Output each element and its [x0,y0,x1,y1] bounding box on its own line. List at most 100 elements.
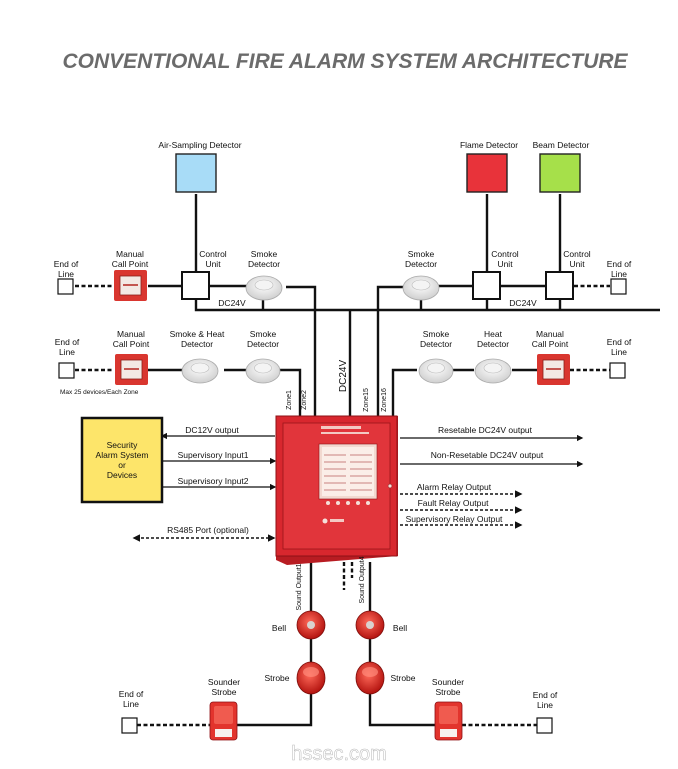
smoke-detector-icon [245,358,281,384]
mcp-row2-right-l2: Call Point [532,339,569,349]
max-devices-note: Max 25 devices/Each Zone [60,389,139,396]
eol-row1-left-l1: End of [54,259,79,269]
sounder-strobe-icon [434,701,463,741]
sounder-strobe-right-l2: Strobe [435,687,460,697]
security-box-l2: Alarm System [96,450,149,460]
smoke-detector-icon [418,358,454,384]
sounder-strobe-left-l2: Strobe [211,687,236,697]
control-mid-l2: Unit [497,259,513,269]
control-unit-left-icon [181,271,210,300]
strobe-icon [296,661,326,695]
mcp-row1-l1: Manual [116,249,144,259]
mcp-row1-l2: Call Point [112,259,149,269]
watermark: hssec.com [291,743,387,765]
eol-row1-right-l1: End of [607,259,632,269]
resetable-output-label: Resetable DC24V output [438,425,533,435]
smoke-row2-left-l1: Smoke [250,329,277,339]
eol-row2-left-l2: Line [59,347,75,357]
zone1-label: Zone1 [286,390,293,410]
mcp-row2-left-l2: Call Point [113,339,150,349]
control-unit-mid-icon [472,271,501,300]
smoke-row1-right-l2: Detector [405,259,437,269]
security-alarm-box: Security Alarm System or Devices [80,416,164,504]
end-of-line-resistor-icon [57,278,74,295]
smoke-heat-l2: Detector [181,339,213,349]
air-sampling-label: Air-Sampling Detector [158,140,241,150]
smoke-row2-left-l2: Detector [247,339,279,349]
mcp-row2-right-l1: Manual [536,329,564,339]
supervisory-input1-label: Supervisory Input1 [178,450,249,460]
control-mid-l1: Control [491,249,519,259]
dc24v-row1-left: DC24V [218,298,246,308]
security-box-l3: or [118,460,126,470]
dc24v-bus-row1 [194,300,660,312]
supervisory-input2-label: Supervisory Input2 [178,476,249,486]
smoke-heat-detector-icon [181,358,219,384]
bell-left-label: Bell [272,623,286,633]
fire-alarm-control-panel [275,415,398,565]
non-resetable-output-label: Non-Resetable DC24V output [431,450,544,460]
end-of-line-resistor-icon [609,362,626,379]
eol-row2-right-l2: Line [611,347,627,357]
security-box-l1: Security [107,440,138,450]
zone16-label: Zone16 [381,388,388,412]
alarm-relay-label: Alarm Relay Output [417,482,492,492]
flame-detector-icon [466,153,508,193]
sound-output4-label: Sound Output4 [359,556,366,603]
sounder-strobe-left-l1: Sounder [208,677,240,687]
eol-row1-left-l2: Line [58,269,74,279]
smoke-row2-right-l2: Detector [420,339,452,349]
end-of-line-resistor-icon [610,278,627,295]
heat-detector-l2: Detector [477,339,509,349]
smoke-heat-l1: Smoke & Heat [170,329,225,339]
heat-detector-icon [474,358,512,384]
end-of-line-resistor-icon [58,362,75,379]
zone15-feeder [391,368,417,418]
heat-detector-l1: Heat [484,329,503,339]
eol-bottom-left-l2: Line [123,699,139,709]
zone1-feeder [286,285,317,418]
control-right-l2: Unit [569,259,585,269]
eol-row2-left-l1: End of [55,337,80,347]
sounder-strobe-icon [209,701,238,741]
eol-bottom-right-l1: End of [533,690,558,700]
security-box-l4: Devices [107,470,137,480]
beam-detector-label: Beam Detector [533,140,590,150]
manual-call-point-icon [114,270,147,301]
flame-detector-label: Flame Detector [460,140,518,150]
smoke-row1-left-l2: Detector [248,259,280,269]
strobe-icon [355,661,385,695]
eol-row2-right-l1: End of [607,337,632,347]
dc24v-vertical-label: DC24V [338,360,349,393]
zone15-label: Zone15 [363,388,370,412]
strobe-left-label: Strobe [264,673,289,683]
eol-bottom-left-l1: End of [119,689,144,699]
end-of-line-resistor-icon [121,717,138,734]
smoke-row1-left-l1: Smoke [251,249,278,259]
smoke-row1-right-l1: Smoke [408,249,435,259]
smoke-detector-icon [245,275,283,301]
sounder-strobe-right-l1: Sounder [432,677,464,687]
smoke-detector-icon [402,275,440,301]
smoke-row2-right-l1: Smoke [423,329,450,339]
manual-call-point-icon [537,354,570,385]
fault-relay-label: Fault Relay Output [418,498,490,508]
dc12v-output-label: DC12V output [185,425,239,435]
zone2-feeder [280,368,302,418]
eol-row1-right-l2: Line [611,269,627,279]
control-left-l2: Unit [205,259,221,269]
diagram-title: CONVENTIONAL FIRE ALARM SYSTEM ARCHITECT… [62,50,628,73]
strobe-right-label: Strobe [390,673,415,683]
air-sampling-detector-icon [175,153,217,193]
bell-icon [296,610,326,640]
control-right-l1: Control [563,249,591,259]
strobe-left-to-sounder [237,690,313,727]
eol-bottom-right-l2: Line [537,700,553,710]
end-of-line-resistor-icon [536,717,553,734]
beam-detector-icon [539,153,581,193]
zone2-label: Zone2 [301,390,308,410]
strobe-right-to-sounder [368,690,435,727]
sound-output1-label: Sound Output1 [296,563,303,610]
rs485-port-label: RS485 Port (optional) [167,525,249,535]
